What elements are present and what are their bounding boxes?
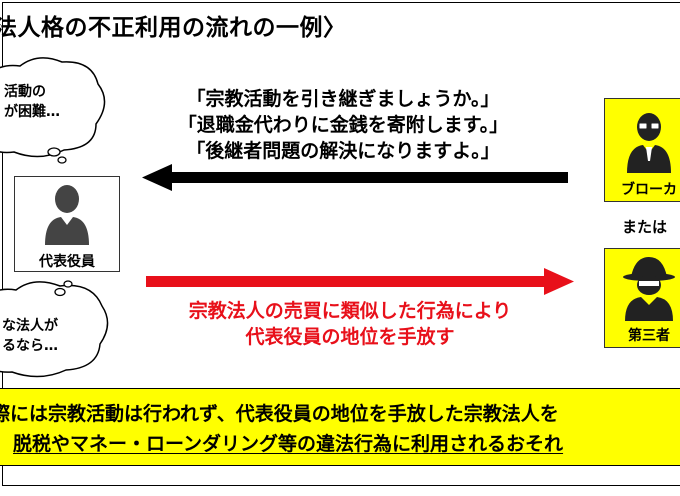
thought-bubble-icon (0, 57, 106, 164)
diagram-title: 法人格の不正利用の流れの一例〉 (0, 15, 347, 41)
representative-box: 代表役員 (14, 176, 120, 272)
speech-line: 「後継者問題の解決になりますよ。」 (186, 140, 500, 162)
thought-bubble-icon (0, 280, 109, 378)
thought-top-text: 活動の が困難… (4, 84, 60, 120)
conclusion-line-1: 際には宗教活動は行われず、代表役員の地位を手放した宗教法人を (0, 403, 559, 425)
diagram-frame (2, 2, 680, 486)
speech-line: 「退職金代わりに金銭を寄附します。」 (177, 114, 509, 136)
person-icon (45, 185, 89, 245)
spy-hat-icon (623, 257, 675, 321)
speech-line: 「宗教活動を引き継ぎましょうか。」 (186, 88, 500, 110)
conclusion-box: 際には宗教活動は行われず、代表役員の地位を手放した宗教法人を 脱税やマネー・ロー… (0, 388, 680, 466)
conclusion-line-2: 脱税やマネー・ローンダリング等の違法行為に利用されるおそれ (13, 433, 564, 455)
third-party-box: 第三者 (604, 248, 680, 348)
representative-label: 代表役員 (39, 254, 95, 270)
broker-speech: 「宗教活動を引き継ぎましょうか。」 「退職金代わりに金銭を寄附します。」 「後継… (148, 86, 538, 164)
black-arrow-left (142, 164, 568, 191)
third-party-label: 第三者 (628, 328, 670, 344)
broker-label: ブローカ (621, 182, 677, 198)
broker-box: ブローカ (604, 98, 680, 202)
thought-bottom-text: な法人が るなら… (2, 318, 58, 354)
transfer-description: 宗教法人の売買に類似した行為により 代表役員の地位を手放す (188, 300, 512, 348)
broker-glasses-icon (627, 113, 671, 173)
red-arrow-right (146, 268, 574, 295)
or-label: または (622, 218, 668, 236)
